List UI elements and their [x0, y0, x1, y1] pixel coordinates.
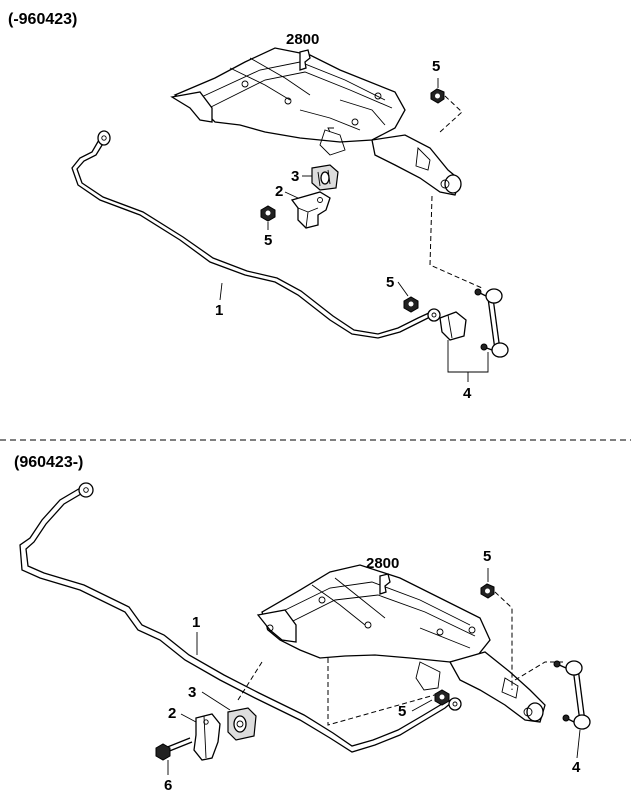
- bushing-3-late: [227, 707, 257, 741]
- part-4-label-late: 4: [572, 759, 581, 776]
- crossmember-early: [170, 47, 462, 196]
- part-6-label-late: 6: [164, 777, 172, 794]
- bar-end-eye-left-early: [97, 130, 111, 146]
- section-header-late: (960423-): [14, 454, 83, 471]
- part-1-label-late: 1: [192, 614, 200, 631]
- part-5-mid-label-late: 5: [398, 703, 406, 720]
- part-5-mid-label-early: 5: [386, 274, 394, 291]
- ref-2800-arrow-late: [379, 573, 391, 595]
- stabilizer-bar-early: [71, 132, 433, 339]
- section-header-early: (-960423): [8, 11, 77, 28]
- bolt-6-late: [155, 737, 193, 761]
- link-4-early: [439, 288, 509, 358]
- nut-5-top-late: [480, 583, 495, 599]
- part-3-label-late: 3: [188, 684, 196, 701]
- bracket-2-late: [193, 713, 221, 761]
- part-3-label-early: 3: [291, 168, 299, 185]
- section-early: (-960423) 2800 5: [8, 11, 509, 402]
- bar-end-eye-left-late: [78, 482, 94, 498]
- stabilizer-bar-late: [19, 486, 453, 753]
- nut-5-mid-late: [434, 689, 450, 706]
- bar-end-eye-right-early: [427, 308, 441, 322]
- nut-5-mid-early: [403, 296, 419, 313]
- ref-2800-label-late: 2800: [366, 555, 399, 572]
- part-5-left-label-early: 5: [264, 232, 272, 249]
- part-2-label-early: 2: [275, 183, 283, 200]
- link-4-late: [553, 660, 591, 730]
- part-5-top-label-late: 5: [483, 548, 491, 565]
- bushing-3-early: [311, 164, 339, 191]
- ref-2800-arrow-early: [299, 49, 311, 71]
- ref-2800-label-early: 2800: [286, 31, 319, 48]
- part-4-label-early: 4: [463, 385, 472, 402]
- bracket-2-early: [290, 191, 331, 229]
- crossmember-late: [256, 564, 546, 723]
- part-5-top-label-early: 5: [432, 58, 440, 75]
- section-late: (960423-) 2800 5: [14, 454, 591, 794]
- nut-5-top-early: [430, 88, 445, 104]
- part-1-label-early: 1: [215, 302, 223, 319]
- bar-end-eye-right-late: [448, 697, 462, 711]
- nut-5-left-early: [260, 205, 276, 222]
- part-2-label-late: 2: [168, 705, 176, 722]
